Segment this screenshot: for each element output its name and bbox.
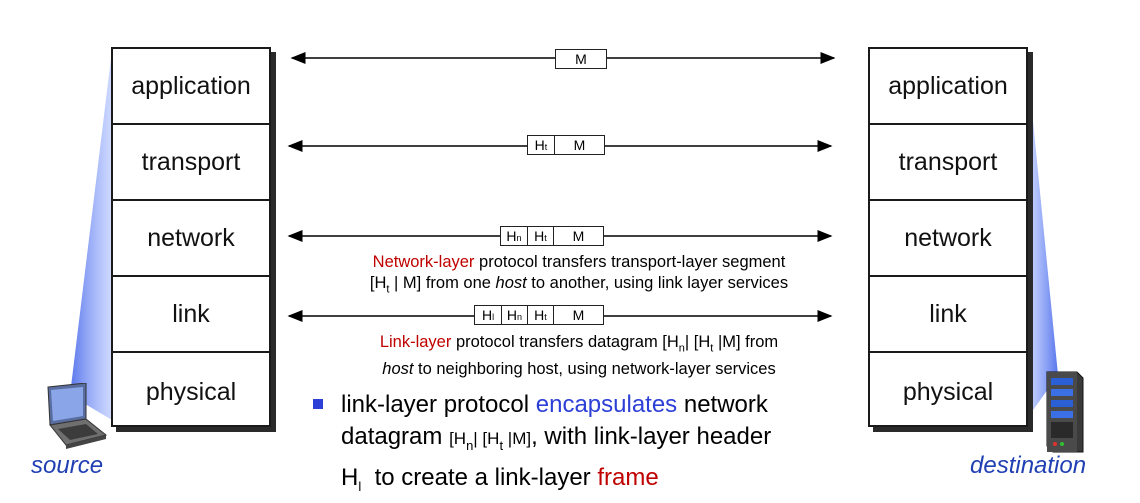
network-header-letter: H	[506, 228, 517, 244]
link-header-letter: H	[481, 307, 493, 323]
link-caption-host: host	[382, 360, 414, 379]
destination-layer-link: link	[870, 277, 1026, 353]
bullet-line3: Hl to create a link-layer frame	[341, 462, 771, 503]
destination-wedge	[1026, 50, 1058, 420]
message-cell: M	[553, 306, 603, 324]
destination-layer-network: network	[870, 201, 1026, 277]
source-layer-transport: transport	[113, 125, 269, 201]
bullet-line2-small-b: | [H	[473, 429, 500, 448]
network-caption-line1-text: protocol transfers transport-layer segme…	[474, 253, 786, 271]
message-cell: M	[554, 136, 604, 154]
source-wedge	[70, 50, 112, 420]
network-caption-line2-c: to another, using link layer services	[526, 274, 789, 292]
bullet-line2-sub-n: n	[466, 437, 474, 453]
message-cell: M	[575, 51, 587, 67]
source-layer-physical: physical	[145, 377, 237, 406]
server-icon	[1046, 371, 1084, 453]
network-caption-host: host	[495, 274, 527, 292]
laptop-icon	[47, 383, 108, 449]
link-caption-line1: Link-layer protocol transfers datagram […	[318, 332, 840, 359]
bullet-line2-a: datagram	[341, 423, 450, 450]
encapsulation-bullet: link-layer protocol encapsulates network…	[341, 389, 771, 503]
transport-header-sub: t	[544, 142, 548, 152]
link-caption-sub-t: t	[710, 342, 714, 355]
link-caption-keyword: Link-layer	[379, 333, 452, 351]
transport-header-letter: H	[534, 137, 545, 153]
network-caption-line2-sub: t	[386, 283, 390, 296]
bullet-line3-b: to create a link-layer	[361, 463, 598, 491]
link-caption-line1-b: | [H	[684, 333, 711, 351]
source-layer-link: link	[113, 277, 269, 353]
destination-layer-application: application	[870, 49, 1026, 125]
source-label: source	[31, 452, 104, 479]
link-caption-line1-a: protocol transfers datagram [H	[451, 333, 679, 351]
network-layer-caption: Network-layer protocol transfers transpo…	[318, 252, 840, 300]
network-caption-keyword: Network-layer	[372, 253, 475, 271]
destination-layer-physical: physical	[902, 377, 994, 406]
transport-header-sub: t	[544, 312, 547, 322]
source-protocol-stack: application transport network link physi…	[111, 47, 271, 427]
bullet-line2-small-a: [H	[449, 429, 467, 448]
bullet-line1-b: network	[677, 391, 768, 418]
network-header-letter: H	[506, 307, 518, 323]
destination-protocol-stack: application transport network link physi…	[868, 47, 1028, 427]
link-caption-sub-n: n	[678, 342, 685, 355]
network-caption-line2: [Ht | M] from one host to another, using…	[318, 273, 840, 300]
link-caption-line2-text: to neighboring host, using network-layer…	[413, 360, 776, 379]
message-cell: M	[553, 227, 603, 245]
source-layer-application: application	[113, 49, 269, 125]
destination-label: destination	[970, 452, 1087, 479]
bullet-line2-sub-t: t	[499, 437, 504, 453]
transport-header-sub: t	[544, 233, 547, 243]
bullet-line1-a: link-layer protocol	[341, 391, 536, 418]
network-caption-line1: Network-layer protocol transfers transpo…	[318, 252, 840, 273]
bullet-line1: link-layer protocol encapsulates network	[341, 389, 771, 421]
link-header-sub: l	[492, 312, 495, 322]
bullet-line2-b: , with link-layer header	[531, 423, 772, 450]
network-caption-line2-a: [H	[369, 274, 387, 292]
source-layer-network: network	[113, 201, 269, 277]
bullet-line3-sub: l	[358, 478, 362, 494]
bullet-line3-a: H	[341, 463, 359, 491]
link-caption-line1-c: |M] from	[713, 333, 779, 351]
link-layer-caption: Link-layer protocol transfers datagram […	[318, 332, 840, 380]
bullet-frame: frame	[597, 463, 659, 491]
bullet-square-icon	[313, 399, 323, 409]
bullet-encapsulates: encapsulates	[535, 391, 678, 418]
link-caption-line2: host to neighboring host, using network-…	[318, 359, 840, 380]
transport-header-letter: H	[534, 307, 545, 323]
application-message: M	[555, 49, 607, 69]
network-header-sub: n	[517, 312, 523, 322]
destination-layer-transport: transport	[870, 125, 1026, 201]
network-header-sub: n	[516, 233, 522, 243]
transport-header-letter: H	[534, 228, 545, 244]
network-caption-line2-b: | M] from one	[389, 274, 496, 292]
bullet-line2: datagram [Hn| [Ht |M], with link-layer h…	[341, 421, 771, 462]
bullet-line2-small-c: |M]	[503, 429, 532, 448]
